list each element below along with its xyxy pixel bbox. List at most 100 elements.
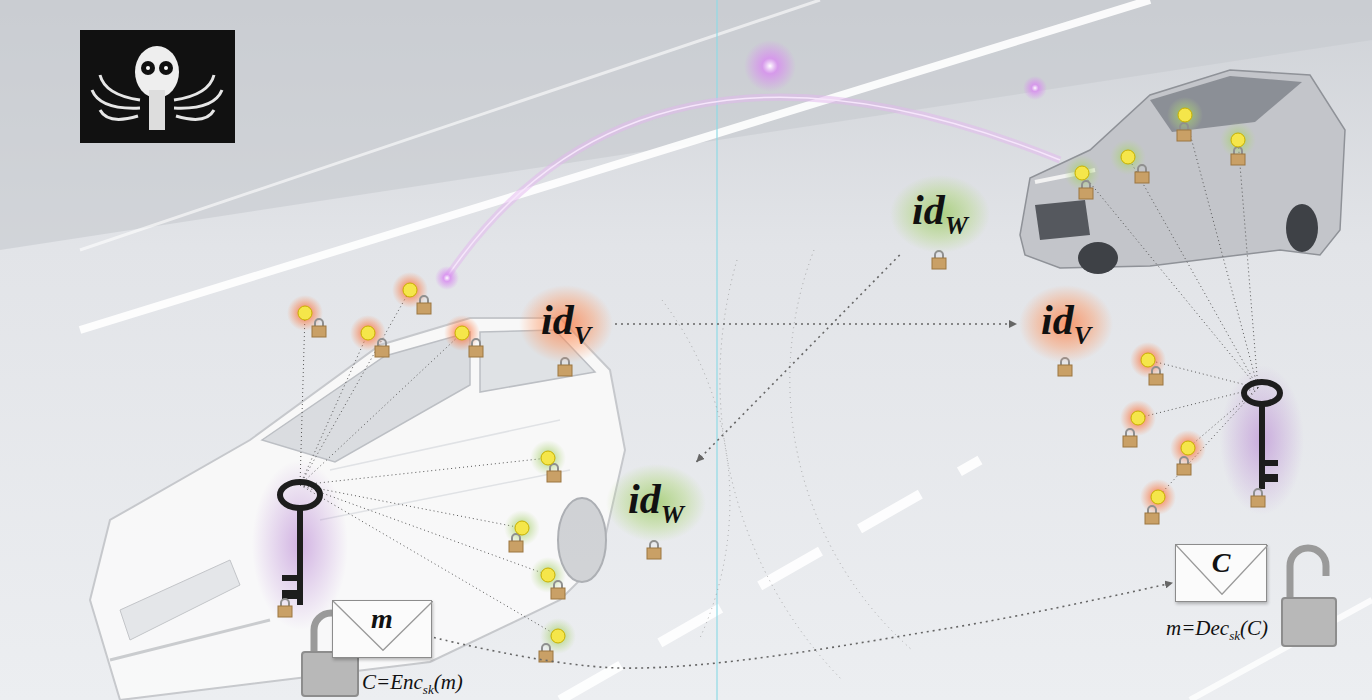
left-car (90, 318, 625, 700)
key-lines (1138, 360, 1258, 497)
right-car (1020, 70, 1345, 274)
identifier-subscript: W (661, 500, 684, 529)
component-locks (1135, 165, 1149, 183)
purple-link (435, 266, 459, 290)
component-locks (1079, 181, 1093, 199)
envelope-box: C (1175, 544, 1267, 602)
component-locks (375, 339, 389, 357)
message-letter: C (1176, 545, 1266, 577)
skull-icon (174, 75, 222, 119)
right-key (1259, 403, 1265, 489)
component-locks (541, 568, 555, 582)
component-locks (1177, 457, 1191, 475)
road-markings (80, 0, 820, 250)
identifier-bubble: idW (890, 175, 990, 253)
left-car (558, 498, 606, 582)
component-locks (1177, 123, 1191, 141)
right-car (1286, 204, 1318, 252)
key-lines (300, 115, 1258, 636)
formula-text: (m) (434, 670, 463, 694)
component-locks (1120, 400, 1156, 436)
component-locks (1220, 122, 1256, 158)
component-locks (1145, 506, 1159, 524)
key-subscript: sk (423, 682, 434, 697)
skull-icon (164, 66, 168, 70)
component-locks (1121, 150, 1135, 164)
dotted-connector (615, 323, 1017, 325)
component-locks (1178, 108, 1192, 122)
identifier-bubble: idV (1019, 285, 1113, 363)
open-padlock (1290, 548, 1326, 600)
identifier-locks (558, 251, 1072, 559)
left-key (282, 575, 297, 581)
dotted-connector (696, 255, 899, 462)
identifier-text: id (541, 297, 574, 343)
component-locks (1123, 429, 1137, 447)
envelope-flap (333, 601, 433, 650)
component-locks (547, 464, 561, 482)
skull-icon (146, 66, 150, 70)
component-locks (1131, 411, 1145, 425)
left-car (90, 318, 625, 700)
left-car (262, 332, 470, 462)
right-key (1265, 460, 1278, 466)
open-padlock (302, 652, 358, 696)
left-car (120, 560, 240, 640)
component-locks (417, 296, 431, 314)
right-key (1265, 474, 1278, 482)
key-lines (300, 290, 462, 485)
purple-link (435, 40, 1060, 290)
skull-icon (80, 30, 235, 143)
identifier-locks (647, 541, 661, 559)
dotted-connector (434, 583, 1173, 668)
identifier-text: id (1041, 297, 1074, 343)
right-key (1244, 382, 1280, 489)
component-locks (287, 97, 1256, 662)
formula-label: m=Decsk(C) (1166, 616, 1268, 644)
range-arcs (790, 250, 912, 650)
purple-link (744, 40, 796, 92)
left-car (320, 420, 570, 520)
envelope-box: m (332, 600, 432, 658)
component-locks (540, 618, 576, 654)
right-car (1078, 242, 1118, 274)
open-padlock (1282, 598, 1336, 646)
component-locks (298, 306, 312, 320)
component-locks (1110, 139, 1146, 175)
identifier-text: id (912, 187, 945, 233)
component-locks (1181, 441, 1195, 455)
component-locks (1151, 490, 1165, 504)
formula-label: C=Encsk(m) (362, 670, 463, 698)
left-key (280, 482, 320, 508)
component-locks (361, 326, 375, 340)
identifier-subscript: V (1074, 321, 1091, 350)
padlock (278, 599, 292, 617)
component-locks (1075, 166, 1089, 180)
component-locks (551, 629, 565, 643)
component-locks (1231, 147, 1245, 165)
right-car (1035, 200, 1090, 240)
road-markings (560, 460, 980, 700)
component-locks (469, 339, 483, 357)
component-locks (541, 451, 555, 465)
skull-icon (80, 30, 235, 143)
component-locks (509, 534, 523, 552)
component-locks (551, 581, 565, 599)
road-markings (80, 0, 1372, 700)
component-locks (1140, 479, 1176, 515)
range-arcs (720, 260, 842, 680)
padlock (1251, 489, 1265, 507)
identifier-subscript: V (574, 321, 591, 350)
left-key (282, 590, 297, 599)
component-locks (1231, 133, 1245, 147)
skull-icon (141, 61, 155, 75)
left-key (297, 507, 303, 605)
key-glow (252, 365, 1304, 630)
message-letter: m (333, 601, 431, 633)
component-locks (1167, 97, 1203, 133)
formula-text: (C) (1240, 616, 1268, 640)
component-locks (1141, 353, 1155, 367)
